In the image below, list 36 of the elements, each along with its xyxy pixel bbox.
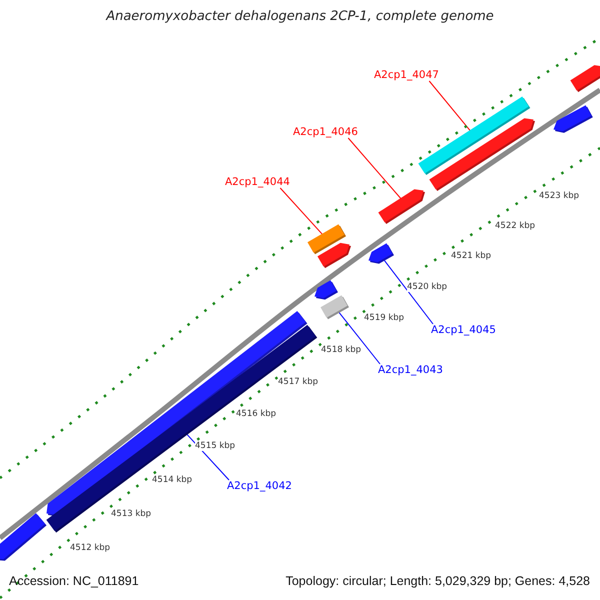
gene-label: A2cp1_4046 bbox=[293, 126, 358, 138]
leader-line bbox=[186, 434, 230, 480]
scale-label: 4519 kbp bbox=[364, 313, 404, 323]
scale-label: 4520 kbp bbox=[407, 282, 448, 292]
gene-label: A2cp1_4045 bbox=[431, 324, 496, 336]
scale-label: 4515 kbp bbox=[195, 441, 236, 451]
accession-text: Accession: NC_011891 bbox=[9, 574, 139, 588]
gene-label: A2cp1_4044 bbox=[225, 176, 290, 188]
scale-label: 4512 kbp bbox=[70, 543, 110, 553]
gene-block bbox=[378, 189, 425, 224]
gene-block bbox=[570, 65, 600, 92]
genome-info-text: Topology: circular; Length: 5,029,329 bp; Genes: 4,528 bbox=[286, 574, 590, 588]
gene-block bbox=[554, 105, 593, 133]
gene-label: A2cp1_4043 bbox=[378, 364, 443, 376]
gene-block bbox=[314, 280, 338, 300]
scale-label: 4516 kbp bbox=[236, 409, 276, 419]
gene-label: A2cp1_4042 bbox=[227, 480, 292, 492]
title: Anaeromyxobacter dehalogenans 2CP-1, complete genome bbox=[104, 9, 495, 24]
scale-label: 4522 kbp bbox=[495, 221, 536, 231]
scale-label: 4518 kbp bbox=[321, 345, 362, 355]
gene-label: A2cp1_4047 bbox=[374, 69, 439, 81]
gene-block bbox=[320, 295, 349, 320]
gene-block bbox=[368, 243, 394, 264]
scale-label: 4514 kbp bbox=[152, 475, 192, 485]
gene-block bbox=[317, 242, 351, 268]
leader-line bbox=[338, 312, 380, 364]
scale-label: 4517 kbp bbox=[278, 377, 318, 387]
leader-line bbox=[280, 188, 324, 236]
gene-block bbox=[429, 118, 535, 192]
scale-label: 4513 kbp bbox=[111, 509, 152, 519]
scale-label: 4523 kbp bbox=[539, 191, 580, 201]
leader-line bbox=[428, 80, 472, 133]
gene-block bbox=[0, 513, 47, 561]
leader-line bbox=[384, 260, 434, 324]
leader-line bbox=[348, 138, 403, 200]
scale-label: 4521 kbp bbox=[451, 251, 492, 261]
